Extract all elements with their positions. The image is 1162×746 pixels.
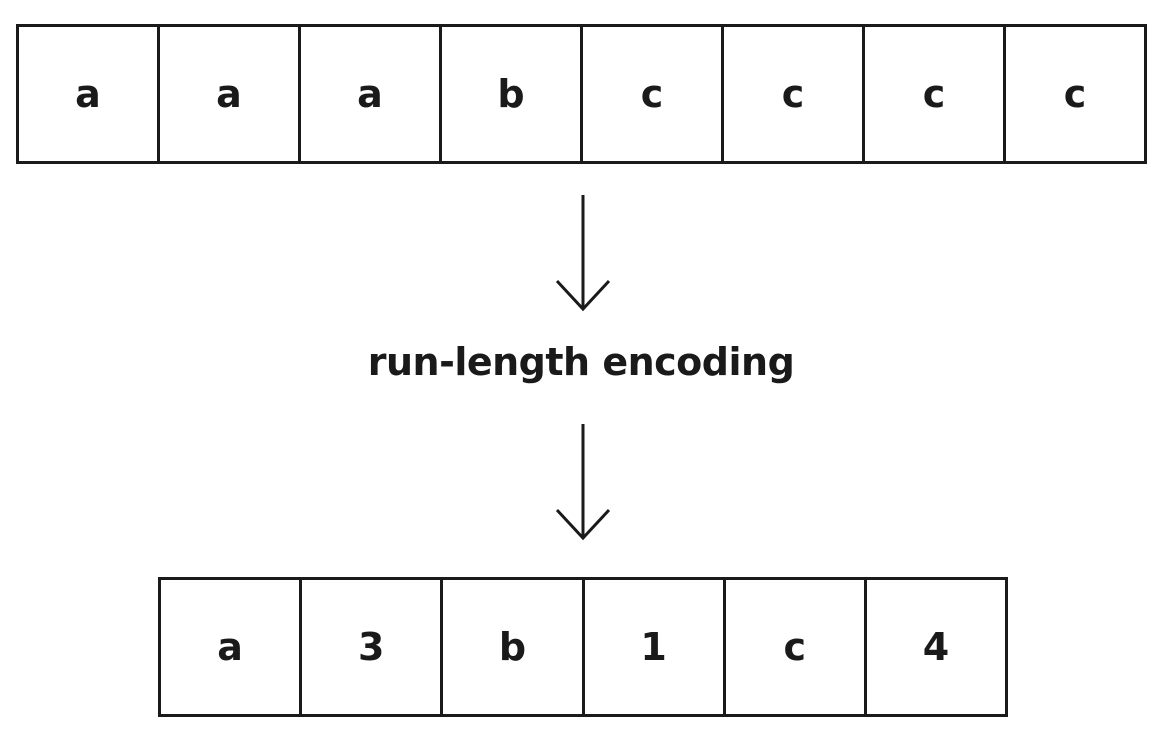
input-cell: c — [865, 27, 1006, 161]
process-label: run-length encoding — [367, 340, 795, 384]
encoded-cell: 3 — [302, 580, 444, 714]
input-cell: c — [1063, 72, 1087, 116]
input-cell: c — [583, 27, 724, 161]
down-arrow-icon — [555, 195, 611, 312]
input-cell: a — [160, 27, 301, 161]
input-cell: b — [442, 27, 583, 161]
encoded-cell: 4 — [922, 625, 950, 669]
encoded-cell: 1 — [585, 580, 726, 714]
down-arrow-icon — [555, 424, 611, 541]
input-cell: a — [19, 27, 160, 161]
input-cell: c — [724, 27, 865, 161]
encoded-cell: a — [161, 580, 303, 714]
input-sequence: a a a b c c c c — [16, 24, 1147, 164]
encoded-cell: c — [726, 580, 867, 714]
input-cell: a — [301, 27, 442, 161]
encoded-cell: b — [443, 580, 585, 714]
encoded-sequence: a 3 b 1 c 4 — [158, 577, 1008, 717]
